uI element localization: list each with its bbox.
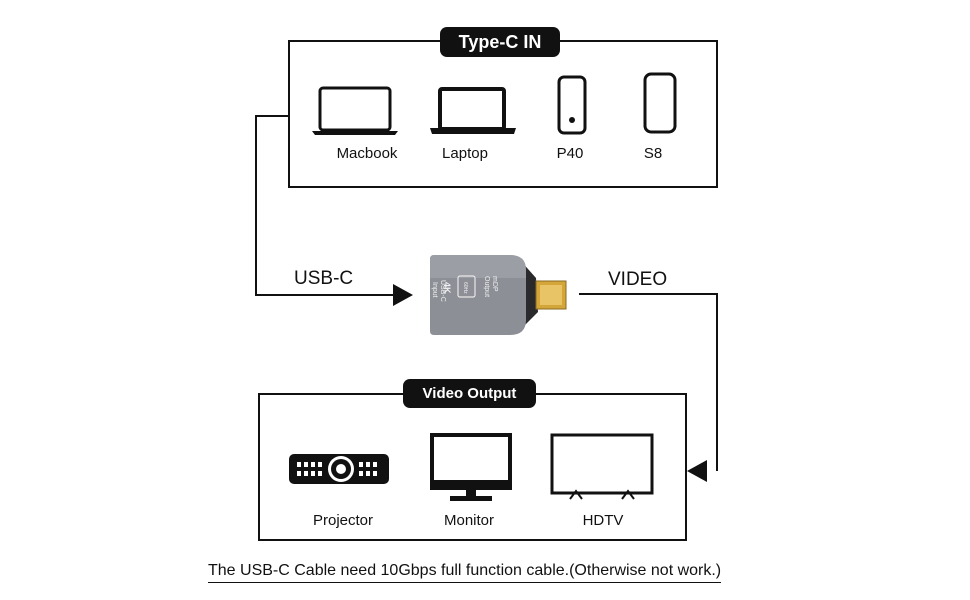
output-panel-title: Video Output [403, 379, 536, 408]
arrow-left-icon [687, 460, 707, 482]
usb-c-wire-bottom [255, 294, 397, 296]
laptop-icon [430, 87, 516, 134]
arrow-right-icon [393, 284, 413, 306]
phone-p40-icon [557, 75, 587, 135]
video-wire-vertical [716, 293, 718, 471]
video-wire-top [579, 293, 718, 295]
device-label-s8: S8 [643, 145, 663, 162]
video-label: VIDEO [608, 269, 668, 290]
input-panel-title: Type-C IN [440, 27, 560, 57]
device-label-macbook: Macbook [336, 145, 398, 162]
adapter-side-bottom2: Input [431, 282, 438, 298]
adapter-side-bottom: USB-C [439, 280, 446, 302]
monitor-icon [430, 433, 512, 501]
hdtv-icon [550, 433, 654, 500]
adapter-badge-sub: 60Hz [462, 282, 468, 294]
device-label-laptop: Laptop [442, 145, 488, 162]
phone-s8-icon [643, 72, 677, 134]
usb-c-wire-vertical [255, 115, 257, 296]
projector-icon [289, 454, 389, 484]
macbook-icon [312, 86, 398, 135]
adapter-side-top: mDP [491, 276, 498, 292]
usb-c-wire-top [255, 115, 289, 117]
usb-c-adapter-icon [430, 255, 567, 335]
adapter-side-top2: Output [483, 276, 490, 298]
device-label-hdtv: HDTV [582, 512, 624, 529]
footer-note: The USB-C Cable need 10Gbps full functio… [208, 562, 722, 583]
device-label-projector: Projector [312, 512, 374, 529]
usb-c-label: USB-C [294, 268, 354, 289]
device-label-monitor: Monitor [443, 512, 495, 529]
device-label-p40: P40 [556, 145, 584, 162]
